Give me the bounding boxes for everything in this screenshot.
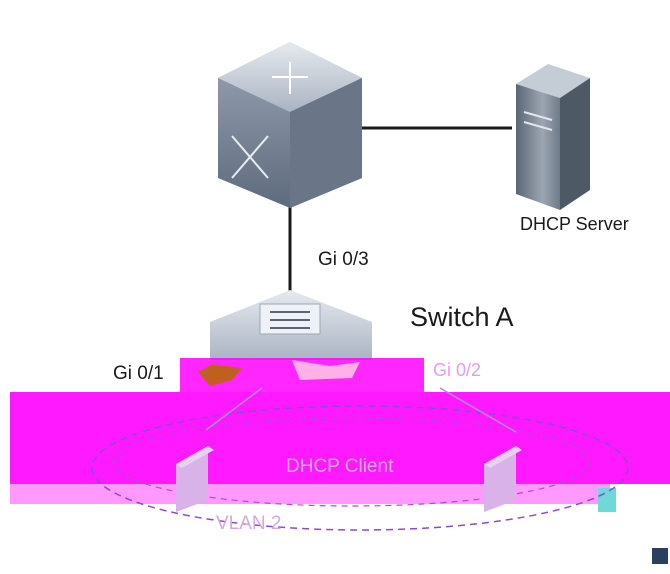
dhcp-server-label: DHCP Server bbox=[520, 214, 629, 234]
client-left-icon bbox=[176, 446, 214, 512]
switch-a-icon bbox=[210, 290, 372, 360]
rendering-artifact bbox=[10, 358, 670, 574]
link-switch-client-left bbox=[205, 387, 263, 431]
dhcp-server-icon bbox=[516, 64, 590, 210]
port-gi02-label: Gi 0/2 bbox=[433, 360, 482, 380]
dhcp-client-label: DHCP Client bbox=[286, 456, 394, 477]
port-gi03-label: Gi 0/3 bbox=[318, 249, 369, 270]
client-right-icon bbox=[484, 446, 522, 512]
vlan-boundary bbox=[91, 405, 629, 531]
vlan-label: VLAN 2 bbox=[216, 513, 282, 534]
switch-a-label: Switch A bbox=[410, 302, 514, 332]
link-switch-client-right bbox=[439, 387, 517, 433]
core-switch-icon bbox=[218, 42, 362, 208]
client-group-boundary bbox=[113, 417, 591, 507]
port-gi01-label: Gi 0/1 bbox=[113, 363, 164, 384]
